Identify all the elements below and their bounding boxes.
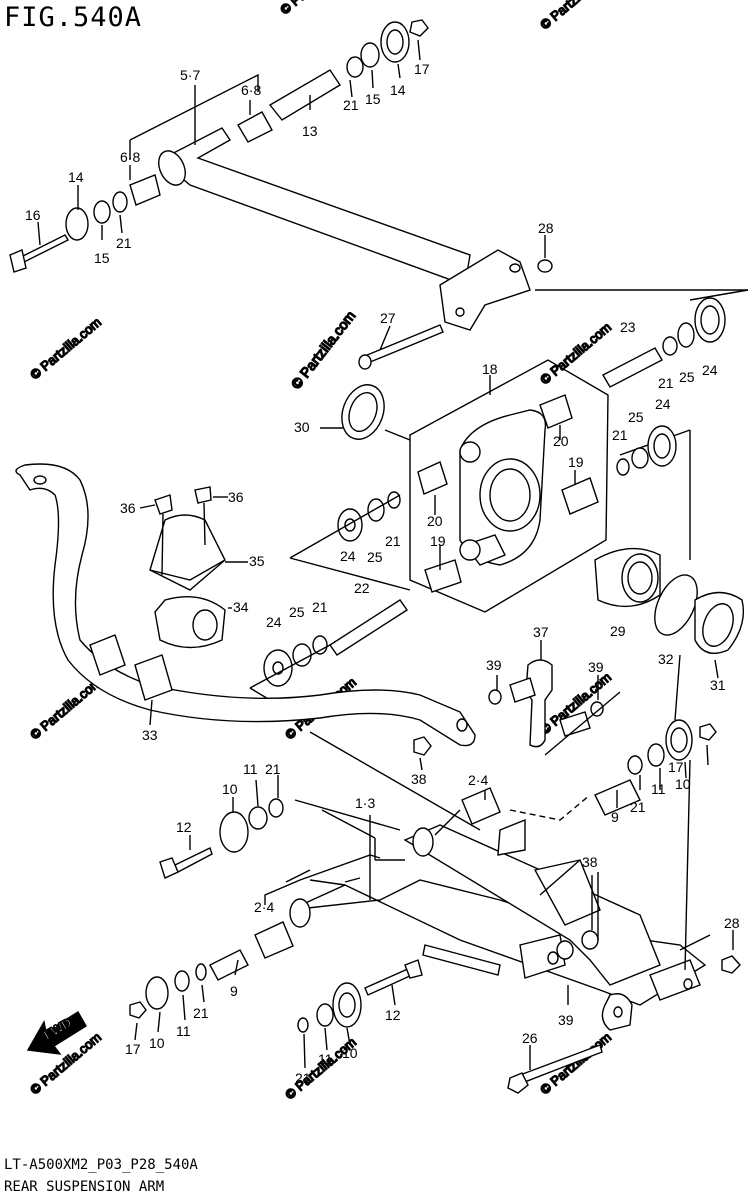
callout-14: 14 (68, 169, 84, 185)
callout-17: 17 (668, 759, 684, 775)
watermark: © Partzilla.com (277, 0, 354, 17)
callout-11: 11 (651, 781, 666, 797)
callout-35: 35 (249, 553, 265, 569)
callout-10: 10 (342, 1045, 358, 1061)
callout-17: 17 (414, 61, 430, 77)
callout-22: 22 (354, 580, 370, 596)
callout-25: 25 (367, 549, 383, 565)
callout-26: 26 (522, 1030, 538, 1046)
callout-15: 15 (365, 91, 381, 107)
callout-27: 27 (380, 310, 396, 326)
callout-6-8: 6·8 (120, 149, 140, 165)
callout-11: 11 (176, 1023, 191, 1039)
callout-30: 30 (294, 419, 310, 435)
callout-19: 19 (568, 454, 584, 470)
knuckle-housing (320, 359, 609, 613)
watermark: © Partzilla.com (537, 1029, 614, 1097)
callout-1-3: 1·3 (355, 795, 375, 811)
callout-38: 38 (411, 771, 427, 787)
callout-23: 23 (620, 319, 636, 335)
callout-21: 21 (265, 761, 281, 777)
callout-24: 24 (340, 548, 356, 564)
callout-5-7: 5·7 (180, 67, 200, 83)
callout-25: 25 (628, 409, 644, 425)
watermark: © Partzilla.com (27, 314, 104, 382)
callout-36: 36 (228, 489, 244, 505)
callout-21: 21 (658, 375, 674, 391)
callout-28: 28 (538, 220, 554, 236)
callout-6-8: 6·8 (241, 82, 261, 98)
callout-20: 20 (427, 513, 443, 529)
callout-18: 18 (482, 361, 498, 377)
diagram-code: LT-A500XM2_P03_P28_540A (4, 1157, 198, 1173)
watermark: © Partzilla.com (537, 319, 614, 387)
callout-20: 20 (553, 433, 569, 449)
callout-19: 19 (430, 533, 446, 549)
callout-34: 34 (233, 599, 249, 615)
callout-2-4: 2·4 (468, 772, 488, 788)
callout-31: 31 (710, 677, 726, 693)
left-bushings (249, 491, 411, 701)
callout-11: 11 (318, 1051, 333, 1067)
callout-10: 10 (222, 781, 238, 797)
callout-37: 37 (533, 624, 549, 640)
callout-36: 36 (120, 500, 136, 516)
callout-39: 39 (558, 1012, 574, 1028)
watermark: © Partzilla.com (27, 674, 104, 742)
callout-25: 25 (679, 369, 695, 385)
callout-17: 17 (125, 1041, 141, 1057)
callout-9: 9 (230, 983, 238, 999)
diagram-description: REAR SUSPENSION ARM (4, 1179, 165, 1195)
callout-15: 15 (94, 250, 110, 266)
callout-21: 21 (312, 599, 328, 615)
callout-28: 28 (724, 915, 740, 931)
callout-numbers: 5·7 6·8 6·8 13 21 15 14 17 14 16 15 21 2… (25, 61, 740, 1086)
callout-21: 21 (385, 533, 401, 549)
watermark: © Partzilla.com (537, 0, 614, 32)
figure-title: FIG.540A (4, 2, 143, 33)
lower-arm (289, 818, 707, 1031)
callout-12: 12 (385, 1007, 401, 1023)
callout-21: 21 (116, 235, 132, 251)
callout-10: 10 (675, 776, 691, 792)
upper-pivot-parts (9, 19, 553, 370)
callout-16: 16 (25, 207, 41, 223)
callout-32: 32 (658, 651, 674, 667)
watermark-main: © Partzilla.com (288, 308, 359, 392)
callout-11: 11 (243, 761, 258, 777)
stabilizer-bracket (139, 486, 248, 649)
callout-39: 39 (588, 659, 604, 675)
callout-14: 14 (390, 82, 406, 98)
callout-13: 13 (302, 123, 318, 139)
callout-2-4: 2·4 (254, 899, 274, 915)
callout-24: 24 (702, 362, 718, 378)
callout-25: 25 (289, 604, 305, 620)
callout-33: 33 (142, 727, 158, 743)
callout-38: 38 (582, 854, 598, 870)
lower-pivot-parts (129, 719, 741, 1094)
callout-29: 29 (610, 623, 626, 639)
callout-21: 21 (193, 1005, 209, 1021)
callout-39: 39 (486, 657, 502, 673)
right-bearings (594, 289, 749, 721)
callout-21: 21 (630, 799, 646, 815)
callout-10: 10 (149, 1035, 165, 1051)
callout-21: 21 (295, 1070, 311, 1086)
stabilizer-link (309, 640, 621, 831)
stabilizer-bar (15, 463, 476, 747)
upper-arm (158, 127, 531, 331)
upper-leaders (37, 39, 748, 351)
callout-21: 21 (343, 97, 359, 113)
callout-21: 21 (612, 427, 628, 443)
callout-12: 12 (176, 819, 192, 835)
callout-24: 24 (266, 614, 282, 630)
lower-leaders (134, 744, 734, 1070)
callout-9: 9 (611, 809, 619, 825)
callout-24: 24 (655, 396, 671, 412)
